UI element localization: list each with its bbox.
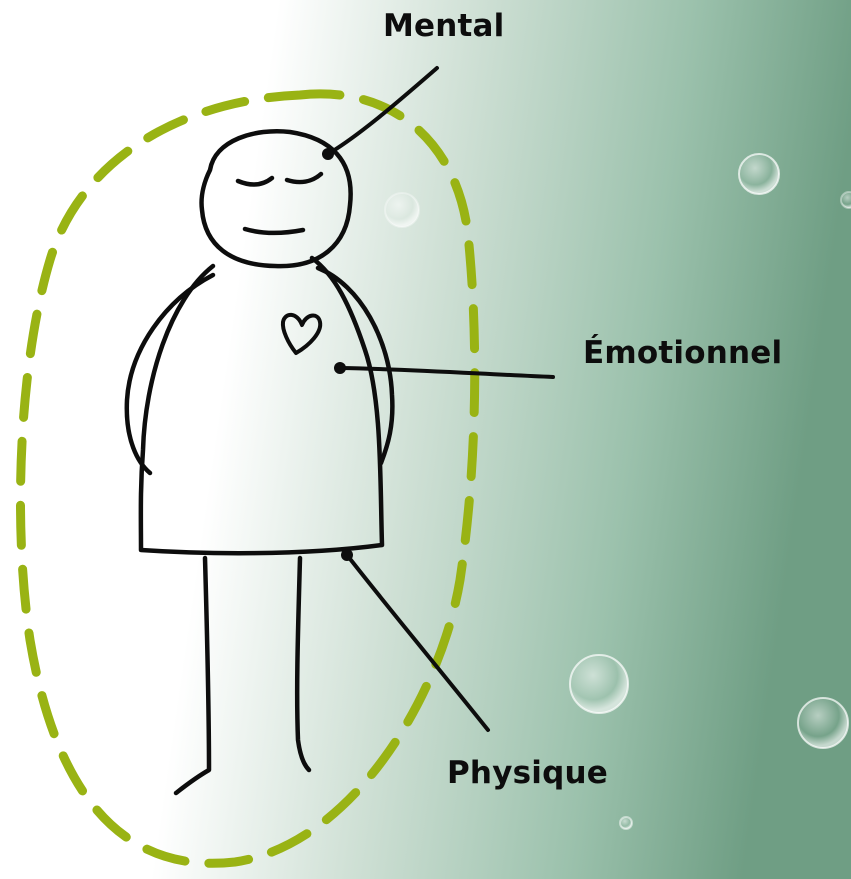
leader-lines	[328, 68, 553, 730]
label-emotional: Émotionnel	[583, 335, 782, 371]
anchor-emotional	[334, 362, 346, 374]
leg-right	[297, 558, 309, 770]
eye-right	[287, 174, 321, 182]
stick-figure	[127, 131, 393, 793]
arm-left	[127, 275, 213, 473]
eye-left	[238, 178, 272, 184]
heart-icon	[283, 315, 320, 353]
aura-outline	[20, 94, 474, 863]
label-mental: Mental	[383, 8, 505, 44]
label-physical: Physique	[447, 755, 608, 791]
arm-right	[318, 268, 392, 463]
mouth	[245, 229, 303, 233]
anchor-mental	[322, 148, 334, 160]
anchor-physical	[341, 549, 353, 561]
leg-left	[176, 558, 209, 793]
